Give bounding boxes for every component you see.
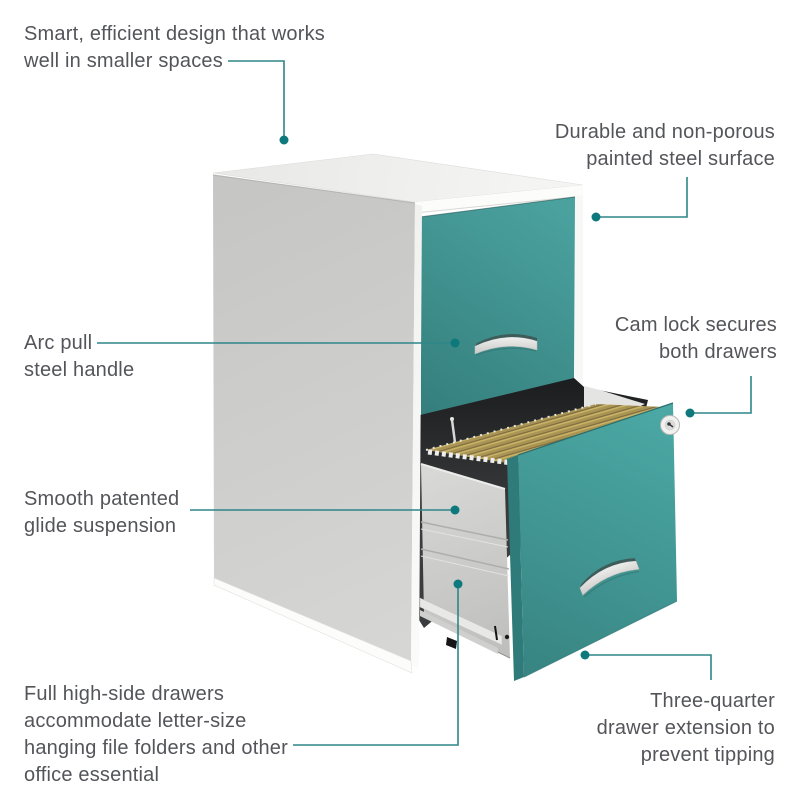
file-cabinet xyxy=(212,153,680,681)
handle-shadow xyxy=(583,570,640,598)
callout-dots xyxy=(279,135,695,660)
box-groove xyxy=(420,521,509,541)
callout-text-line: Durable and non-porous xyxy=(554,121,775,143)
cabinet-right-post xyxy=(575,195,583,390)
callout-text-line: glide suspension xyxy=(24,515,177,537)
dot-smart-design xyxy=(279,135,289,145)
callout-cam-lock: Cam lock secures both drawers xyxy=(615,312,777,366)
cabinet-side-panel xyxy=(213,175,415,661)
dot-arc-pull xyxy=(450,338,460,348)
dot-high-side xyxy=(453,579,463,589)
callout-text-line: office essential xyxy=(24,764,160,786)
callout-connectors xyxy=(97,60,752,746)
callout-text-line: both drawers xyxy=(658,341,777,363)
callout-arc-pull: Arc pull steel handle xyxy=(24,330,134,384)
open-drawer-front xyxy=(507,402,678,681)
callout-text-line: accommodate letter-size xyxy=(24,710,247,732)
cabinet-base-foot xyxy=(213,577,413,674)
callout-three-quarter: Three-quarter drawer extension to preven… xyxy=(597,688,775,769)
callout-text-line: Smart, efficient design that works xyxy=(24,23,326,45)
cabinet-left-post xyxy=(411,204,422,668)
top-drawer-arc-handle xyxy=(474,334,538,356)
callout-text-line: drawer extension to xyxy=(596,717,775,739)
box-top-edge xyxy=(420,463,506,490)
callout-text-line: well in smaller spaces xyxy=(24,50,223,72)
hanging-file-folders xyxy=(425,403,664,466)
cabinet-top-edge-band xyxy=(415,185,583,213)
open-drawer-side-fold xyxy=(507,455,524,681)
callout-text-line: Three-quarter xyxy=(650,690,775,712)
dot-three-quarter xyxy=(580,650,590,660)
glide-rails xyxy=(419,597,510,654)
folder-rail-hooks xyxy=(427,449,513,466)
rail-stop-bracket xyxy=(446,637,457,649)
callout-smart-design: Smart, efficient design that works well … xyxy=(24,21,325,75)
box-groove xyxy=(420,528,509,548)
box-groove xyxy=(420,548,510,570)
open-drawer-bottom-seam xyxy=(523,600,678,678)
connector-steel-surface xyxy=(596,177,688,218)
open-drawer-top-seam xyxy=(517,402,674,456)
handle-shadow xyxy=(475,347,537,356)
callout-text-line: hanging file folders and other xyxy=(24,737,288,759)
callout-text-line: steel handle xyxy=(24,359,135,381)
folder-rail-far-edge xyxy=(425,403,597,451)
cam-lock-cylinder xyxy=(660,415,680,435)
callout-high-side: Full high-side drawers accommodate lette… xyxy=(24,681,288,789)
callout-text-line: Smooth patented xyxy=(24,488,180,510)
callout-text-line: Full high-side drawers xyxy=(24,683,225,705)
top-drawer-front xyxy=(420,197,575,418)
callout-steel-surface: Durable and non-porous painted steel sur… xyxy=(555,119,775,173)
dot-glide xyxy=(450,505,460,515)
rail-stop-dot xyxy=(504,634,510,640)
side-panel-top-shadow xyxy=(212,174,416,204)
callout-text-line: painted steel surface xyxy=(586,148,775,170)
open-drawer-arc-handle xyxy=(579,558,640,598)
rail-stop-pin xyxy=(494,625,498,641)
callout-text-line: Arc pull xyxy=(24,332,93,354)
connector-high-side xyxy=(293,584,459,746)
top-edge-seam xyxy=(414,195,584,214)
dot-steel-surface xyxy=(591,212,601,222)
callout-text-line: Cam lock secures xyxy=(614,314,777,336)
callout-glide: Smooth patented glide suspension xyxy=(24,486,179,540)
box-groove xyxy=(420,555,510,577)
top-drawer-top-seam xyxy=(419,196,576,218)
dot-cam-lock xyxy=(685,408,695,418)
connector-three-quarter xyxy=(585,654,712,680)
connector-smart-design xyxy=(228,60,285,140)
connector-cam-lock xyxy=(690,376,752,414)
callout-text-line: prevent tipping xyxy=(640,744,775,766)
drawer-inner-box xyxy=(420,463,511,659)
